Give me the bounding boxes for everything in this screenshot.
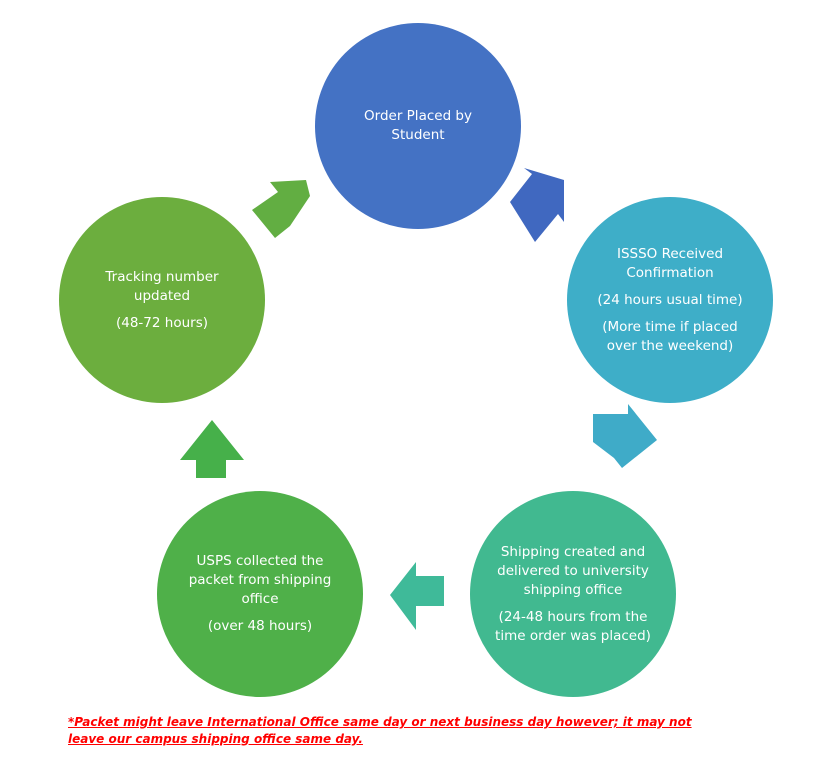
- arrow-issso-to-shipping: [593, 404, 657, 468]
- footnote: *Packet might leave International Office…: [68, 715, 692, 746]
- stage-detail: (24-48 hours from the time order was pla…: [495, 608, 651, 644]
- stage-shipping-created: Shipping created and delivered to univer…: [470, 491, 676, 697]
- stage-detail: (24 hours usual time): [597, 291, 743, 308]
- arrow-order-to-issso: [510, 168, 564, 242]
- stage-title: Tracking number updated: [105, 268, 219, 304]
- stage-detail: (48-72 hours): [115, 314, 208, 331]
- stage-title: ISSSO Received Confirmation: [616, 245, 724, 281]
- arrow-shipping-to-usps: [390, 562, 444, 630]
- stage-usps-collected: USPS collected the packet from shipping …: [157, 491, 363, 697]
- arrow-usps-to-tracking: [180, 420, 244, 478]
- stage-order-placed: Order Placed by Student: [315, 23, 521, 229]
- stage-issso-confirmation: ISSSO Received Confirmation (24 hours us…: [567, 197, 773, 403]
- stage-detail: (More time if placed over the weekend): [602, 318, 738, 354]
- stage-detail: (over 48 hours): [207, 618, 313, 634]
- stage-title: Shipping created and delivered to univer…: [497, 543, 649, 598]
- stage-tracking-updated: Tracking number updated (48-72 hours): [59, 197, 265, 403]
- stage-title: Order Placed by Student: [364, 108, 472, 143]
- stage-title: USPS collected the packet from shipping …: [188, 553, 332, 607]
- arrow-tracking-to-order: [252, 180, 310, 238]
